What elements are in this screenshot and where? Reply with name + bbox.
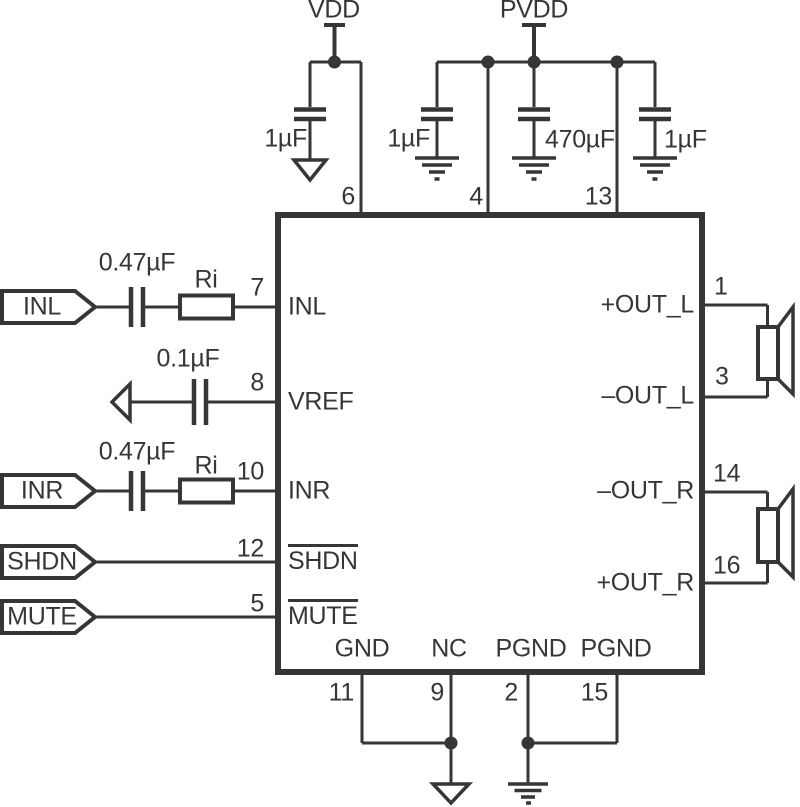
ic-label-out-r-pos: +OUT_R [596,568,694,597]
ic-label-inr: INR [288,476,331,505]
inr-series-cap [128,471,146,511]
mute-tag [0,599,99,635]
pvdd-cap2 [518,107,550,122]
pin-number-11: 11 [328,678,355,707]
speaker-cone-icon [776,301,795,399]
junction-dot [521,736,535,750]
ic-label-mute: MUTE [288,599,358,629]
pin-number-10: 10 [236,457,265,486]
ic-label-shdn: SHDN [288,544,358,574]
junction-dot [444,736,458,750]
vdd-cap-value: 1µF [264,124,307,153]
pin-number-4: 4 [469,182,483,211]
mute-tag-label: MUTE [7,602,77,631]
ic-label-gnd: GND [334,634,390,663]
shdn-tag [0,544,99,580]
ic-label-inl: INL [288,292,327,321]
speaker-cone-icon [776,483,795,582]
signal-ground-icon [290,158,330,183]
inl-resistor [178,293,235,321]
pgnd-net [508,672,619,805]
inl-tag [0,289,99,325]
pgnd-wires [526,672,619,784]
pin-number-13: 13 [584,182,613,211]
inr-resistor-value: Ri [194,451,218,480]
inl-resistor-value: Ri [194,265,218,294]
speaker-driver-icon [756,507,780,564]
pin-number-9: 9 [430,678,444,707]
vdd-net [290,23,363,215]
vdd-label: VDD [308,0,360,24]
inr-resistor [178,477,235,505]
junction-dot [481,55,495,69]
junction-dot [328,55,341,69]
pin-number-5: 5 [250,589,264,618]
mute-net [0,599,278,635]
signal-ground-left-icon [109,379,132,425]
out-r-pos-wire [702,562,769,585]
out-r-net [702,483,795,585]
pin-number-15: 15 [580,678,609,707]
vref-net [109,379,278,425]
inl-net [0,287,278,327]
pin-number-8: 8 [250,368,264,397]
pvdd-cap1-value: 1µF [387,124,430,153]
pin-number-14: 14 [713,459,741,488]
ic-label-out-l-pos: +OUT_L [600,290,695,319]
gnd-net [360,672,474,806]
ic-body [275,212,705,675]
out-r-neg-wire [702,490,769,509]
pin-number-3: 3 [715,362,729,391]
junction-dot [610,55,624,69]
pvdd-cap2-value: 470µF [545,125,615,154]
inr-cap-value: 0.47µF [98,437,176,466]
earth-ground-icon [508,782,548,805]
pin-number-7: 7 [250,273,264,302]
inr-net [0,471,278,511]
vref-cap [191,379,209,425]
signal-ground-icon [428,782,474,806]
ic-label-pgnd1: PGND [495,634,567,663]
pvdd-net [415,23,677,215]
junction-dot [527,55,541,69]
pin-number-12: 12 [236,534,265,563]
shdn-tag-label: SHDN [7,547,77,576]
pin-number-2: 2 [504,678,518,707]
ic-label-vref: VREF [288,387,354,416]
pvdd-cap3 [639,107,671,122]
ic-label-pgnd2: PGND [580,634,652,663]
ic-label-out-r-neg: –OUT_R [597,476,694,505]
shdn-net [0,544,278,580]
speaker-driver-icon [756,325,780,381]
inl-tag-label: INL [22,292,62,321]
ic-label-out-l-neg: –OUT_L [601,381,694,410]
pin-number-16: 16 [713,551,741,580]
earth-ground-icon [633,156,677,181]
pin-number-6: 6 [341,182,355,211]
inr-tag [0,473,99,509]
inl-series-cap [128,287,146,327]
ic-label-nc: NC [431,634,467,663]
earth-ground-icon [512,156,556,181]
gnd-nc-wires [360,672,453,784]
pin-number-1: 1 [714,272,728,301]
pvdd-label: PVDD [499,0,569,24]
vdd-bypass-cap [294,107,326,122]
inr-tag-label: INR [20,476,64,505]
pvdd-cap1 [421,107,453,122]
vref-cap-value: 0.1µF [156,344,220,373]
earth-ground-icon [415,156,459,181]
out-l-net [702,301,795,399]
out-l-pos-wire [702,303,769,327]
inl-cap-value: 0.47µF [98,248,176,277]
pvdd-cap3-value: 1µF [664,125,707,154]
out-l-neg-wire [702,379,769,399]
